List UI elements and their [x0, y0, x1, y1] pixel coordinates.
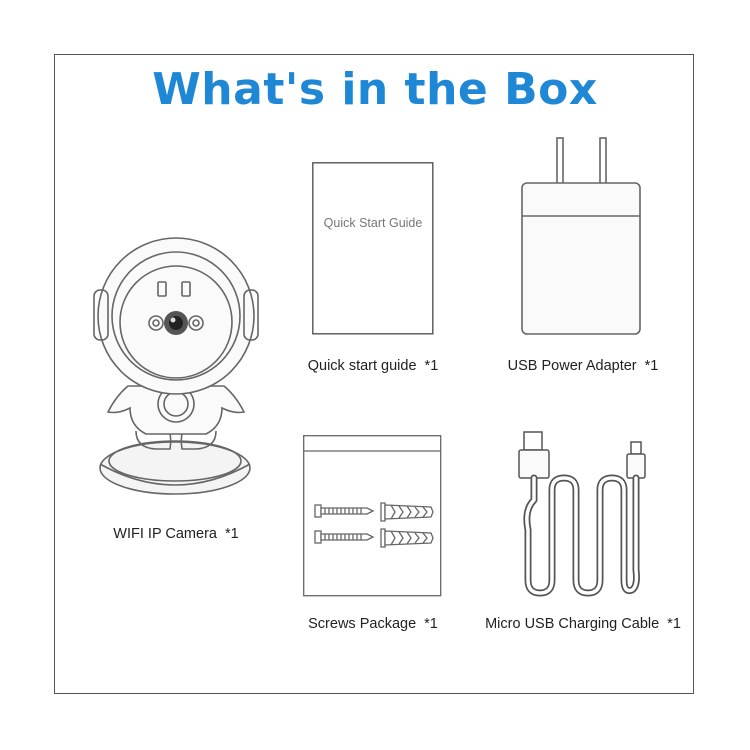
caption-cable: Micro USB Charging Cable*1	[485, 616, 681, 632]
power-adapter-icon	[521, 137, 641, 335]
screws-bag-icon	[303, 435, 442, 597]
wall-anchor-icon	[380, 502, 434, 522]
usb-cable-icon	[518, 431, 646, 597]
caption-camera: WIFI IP Camera*1	[113, 526, 239, 542]
screw-icon	[314, 504, 375, 518]
robot-camera-icon	[93, 237, 259, 495]
manual-icon: Quick Start Guide	[312, 162, 434, 335]
caption-screws: Screws Package*1	[308, 616, 438, 632]
content-frame	[54, 54, 694, 694]
page-title: What's in the Box	[152, 64, 598, 115]
manual-cover-text: Quick Start Guide	[324, 216, 423, 230]
caption-adapter: USB Power Adapter*1	[507, 358, 659, 374]
caption-guide: Quick start guide*1	[307, 358, 439, 374]
